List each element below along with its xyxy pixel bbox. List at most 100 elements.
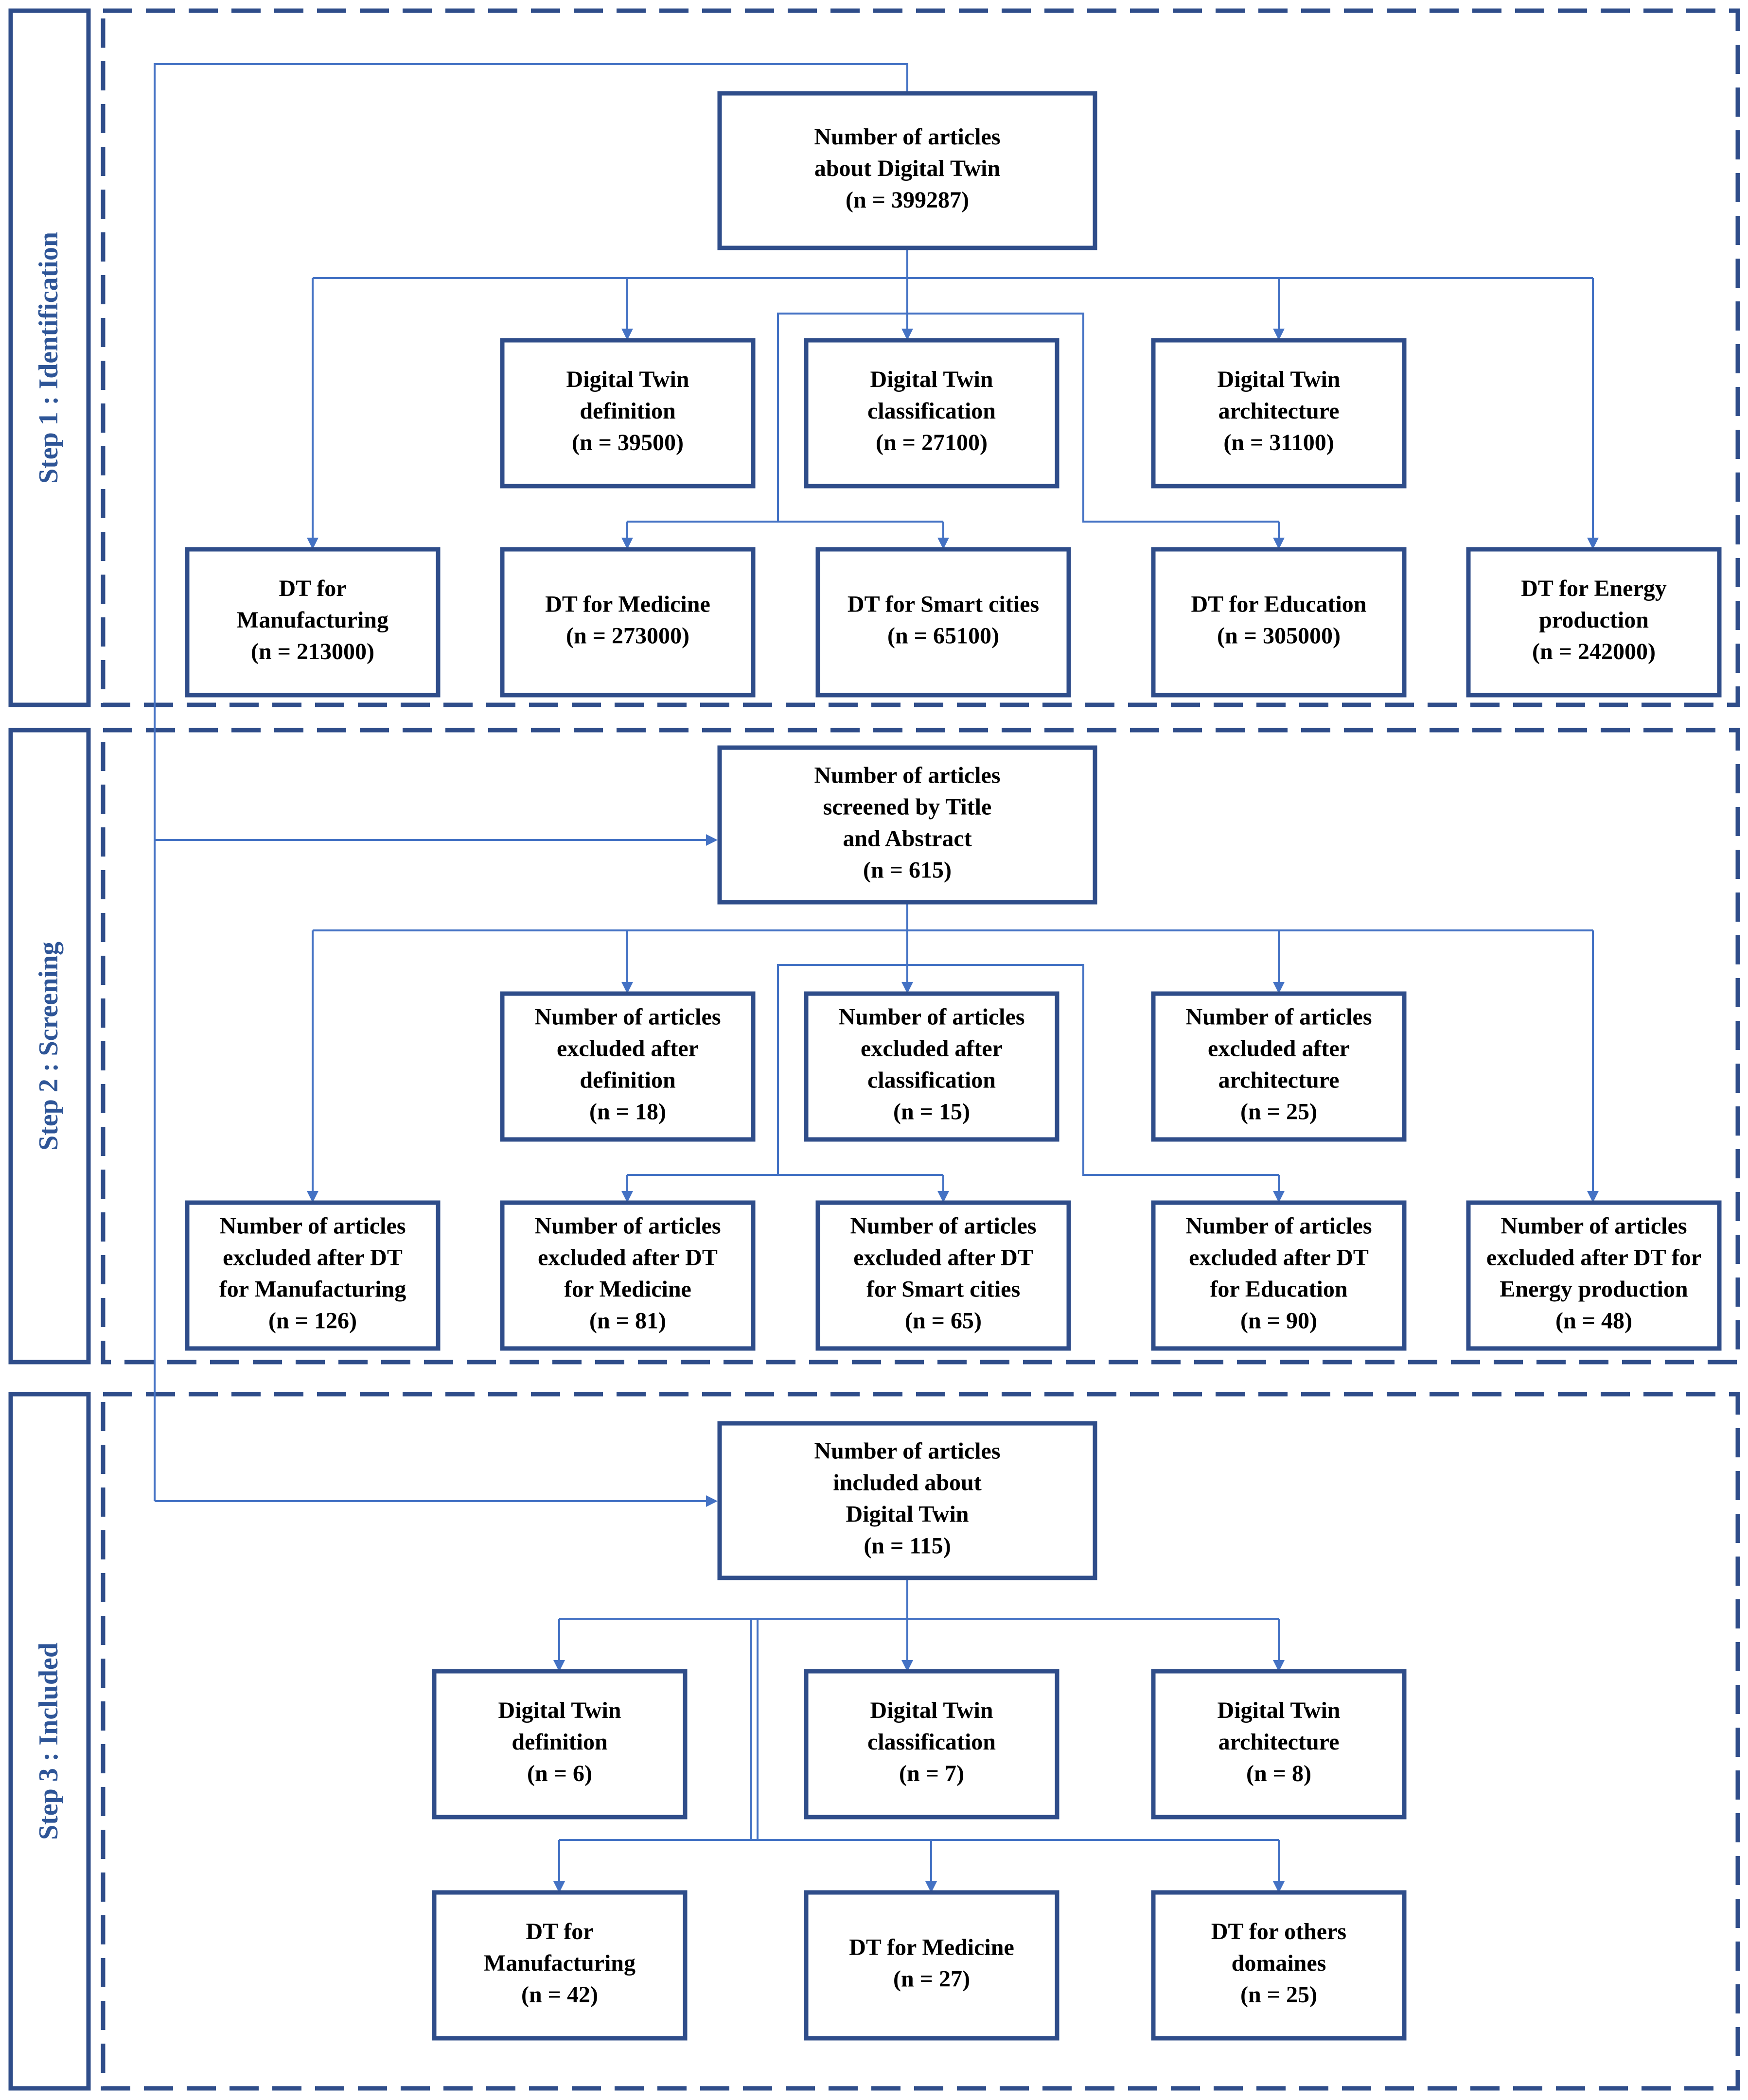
box-text-line: Number of articles bbox=[1185, 1213, 1372, 1239]
box-text-line: definition bbox=[512, 1729, 607, 1755]
box-text-line: (n = 48) bbox=[1555, 1308, 1632, 1334]
box-text-line: excluded after DT bbox=[853, 1245, 1033, 1271]
box-s2-edu: Number of articles excluded after DT for E… bbox=[1151, 1200, 1407, 1351]
box-text-line: (n = 90) bbox=[1240, 1308, 1317, 1334]
box-text-line: (n = 25) bbox=[1240, 1982, 1317, 2008]
box-text-line: included about bbox=[833, 1470, 981, 1496]
box-text-line: excluded after bbox=[1208, 1036, 1350, 1062]
box-text-line: (n = 25) bbox=[1240, 1099, 1317, 1125]
box-text-line: (n = 213000) bbox=[251, 639, 374, 665]
box-text-line: (n = 65100) bbox=[887, 623, 999, 649]
s1-inner-loop bbox=[777, 313, 1279, 523]
box-border bbox=[432, 1890, 688, 2041]
box-text-line: excluded after DT bbox=[538, 1245, 718, 1271]
box-border bbox=[717, 91, 1097, 250]
box-border bbox=[1151, 1200, 1407, 1351]
step3-label: Step 3 : Included bbox=[34, 1643, 64, 1840]
box-text-line: Digital Twin bbox=[566, 367, 689, 392]
box-s2-med: Number of articles excluded after DT for M… bbox=[500, 1200, 756, 1351]
box-s2-arch: Number of articles excluded after architec… bbox=[1151, 991, 1407, 1142]
box-text-line: architecture bbox=[1218, 1729, 1340, 1755]
box-border bbox=[500, 338, 756, 489]
box-border bbox=[500, 1200, 756, 1351]
box-text-line: DT for others bbox=[1211, 1919, 1346, 1944]
box-text-line: domaines bbox=[1232, 1950, 1326, 1976]
box-text-line: (n = 242000) bbox=[1532, 639, 1656, 665]
box-text-line: (n = 305000) bbox=[1217, 623, 1341, 649]
box-text-line: excluded after bbox=[861, 1036, 1003, 1062]
step3-label-frame bbox=[8, 1392, 91, 2091]
box-text-line: (n = 81) bbox=[589, 1308, 666, 1334]
box-text-line: Digital Twin bbox=[498, 1698, 621, 1723]
box-s1-med: DT for Medicine(n = 273000) bbox=[500, 547, 756, 698]
box-text-line: Manufacturing bbox=[237, 607, 388, 633]
box-text-line: for Medicine bbox=[564, 1277, 691, 1302]
box-text-line: (n = 399287) bbox=[846, 187, 969, 213]
box-s3-others: DT for others domaines (n = 25) bbox=[1151, 1890, 1407, 2041]
box-border bbox=[1151, 1669, 1407, 1820]
box-text-line: (n = 8) bbox=[1246, 1761, 1311, 1786]
box-text-line: Number of articles bbox=[814, 1438, 1000, 1464]
box-text-line: classification bbox=[867, 398, 996, 424]
box-border bbox=[1466, 1200, 1722, 1351]
box-text-line: excluded after DT bbox=[1189, 1245, 1369, 1271]
box-text-line: architecture bbox=[1218, 1068, 1340, 1093]
box-text-line: for Manufacturing bbox=[219, 1277, 406, 1302]
box-border bbox=[804, 338, 1059, 489]
box-text-line: Number of articles bbox=[534, 1213, 721, 1239]
box-s3-med: DT for Medicine(n = 27) bbox=[804, 1890, 1059, 2041]
s2-inner-loop bbox=[777, 964, 1279, 1176]
box-s2-class: Number of articles excluded after classifi… bbox=[804, 991, 1059, 1142]
box-text-line: classification bbox=[867, 1068, 996, 1093]
box-text-line: DT for Smart cities bbox=[848, 592, 1039, 617]
box-text-line: Number of articles bbox=[814, 763, 1000, 788]
box-text-line: Number of articles bbox=[1501, 1213, 1687, 1239]
box-text-line: definition bbox=[580, 1068, 675, 1093]
box-border bbox=[1151, 338, 1407, 489]
box-text-line: (n = 15) bbox=[893, 1099, 970, 1125]
box-border bbox=[1151, 547, 1407, 698]
box-text-line: Number of articles bbox=[219, 1213, 406, 1239]
box-text-line: architecture bbox=[1218, 398, 1340, 424]
box-s3-def: Digital Twin definition (n = 6) bbox=[432, 1669, 688, 1820]
box-text-line: Manufacturing bbox=[484, 1950, 636, 1976]
box-text-line: (n = 39500) bbox=[572, 430, 684, 455]
box-border bbox=[1151, 991, 1407, 1142]
box-text-line: screened by Title bbox=[823, 794, 992, 820]
box-text-line: and Abstract bbox=[843, 826, 971, 852]
box-s1-edu: DT for Education(n = 305000) bbox=[1151, 547, 1407, 698]
step3-content-frame bbox=[101, 1392, 1740, 2091]
box-text-line: (n = 27100) bbox=[876, 430, 988, 455]
box-text-line: (n = 126) bbox=[268, 1308, 357, 1334]
box-text-line: (n = 115) bbox=[864, 1533, 951, 1559]
box-text-line: Digital Twin bbox=[870, 367, 993, 392]
box-text-line: Digital Twin bbox=[846, 1502, 969, 1527]
s3-inner-verticals bbox=[750, 1619, 759, 1840]
box-text-line: DT for Medicine bbox=[545, 592, 710, 617]
box-text-line: (n = 6) bbox=[527, 1761, 592, 1786]
box-text-line: DT for Energy bbox=[1521, 576, 1667, 601]
box-border bbox=[500, 547, 756, 698]
box-text-line: excluded after DT for bbox=[1486, 1245, 1701, 1271]
box-text-line: Number of articles bbox=[1185, 1004, 1372, 1030]
box-border bbox=[185, 547, 441, 698]
box-border bbox=[717, 745, 1097, 905]
box-text-line: for Education bbox=[1210, 1277, 1347, 1302]
box-text-line: DT for bbox=[526, 1919, 593, 1944]
box-border bbox=[815, 1200, 1071, 1351]
box-text-line: Number of articles bbox=[838, 1004, 1024, 1030]
box-text-line: Number of articles bbox=[814, 124, 1000, 150]
box-text-line: Energy production bbox=[1500, 1277, 1688, 1302]
step1-label: Step 1 : Identification bbox=[34, 232, 64, 484]
